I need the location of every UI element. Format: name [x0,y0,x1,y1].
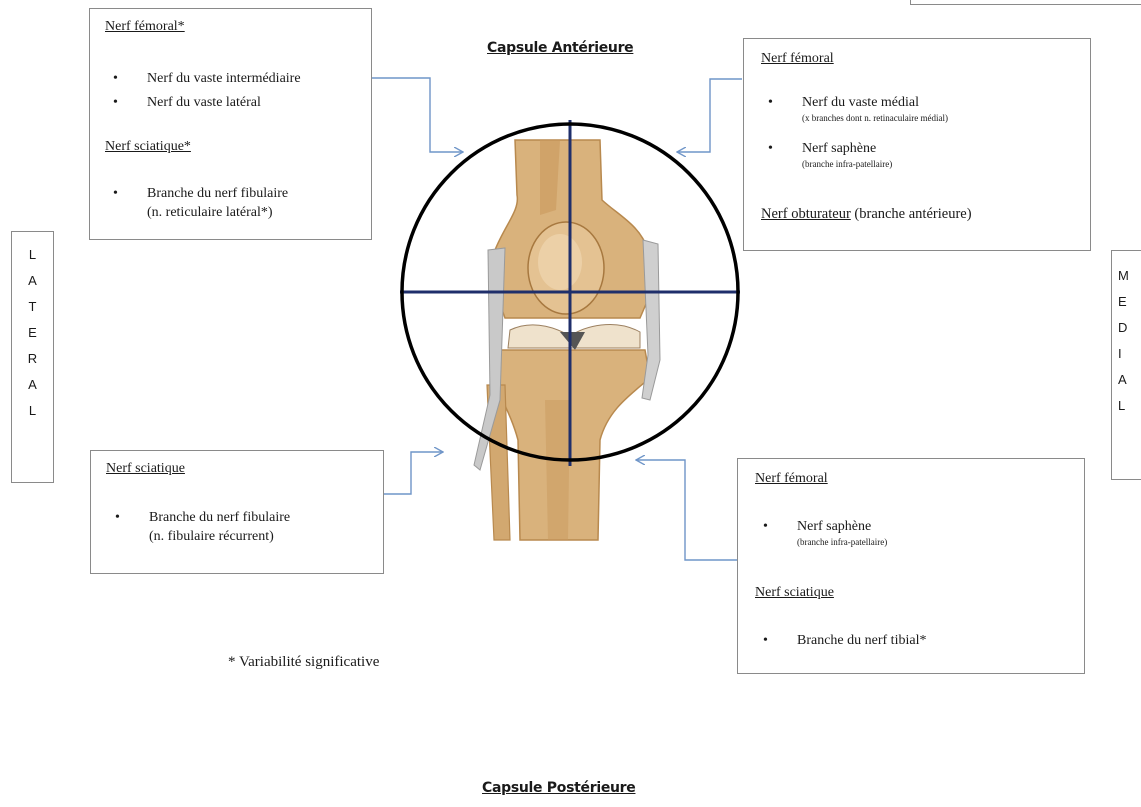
arrow-bottom-right [636,460,737,560]
footnote: * Variabilité significative [228,654,379,671]
nerve-title: Nerf sciatique [755,585,834,601]
box-bottom-right: Nerf fémoral •Nerf saphène(branche infra… [737,458,1085,674]
list-item: •Nerf du vaste médial(x branches dont n.… [802,93,948,124]
nerve-title: Nerf fémoral* [105,19,185,35]
nerve-title: Nerf sciatique* [105,139,191,155]
list-item: •Branche du nerf tibial* [797,631,926,650]
arrow-top-left [372,78,463,152]
box-bottom-left: Nerf sciatique •Branche du nerf fibulair… [90,450,384,574]
lateral-side-label: L A T E R A L [11,231,54,483]
knee-illustration [474,140,660,540]
box-top-right: Nerf fémoral •Nerf du vaste médial(x bra… [743,38,1091,251]
cropped-box-edge [910,0,1141,5]
box-top-left: Nerf fémoral* •Nerf du vaste intermédiai… [89,8,372,240]
list-item: •Branche du nerf fibulaire(n. fibulaire … [149,508,290,546]
list-item: •Branche du nerf fibulaire(n. reticulair… [147,184,288,222]
list-item: •Nerf saphène(branche infra-patellaire) [802,139,892,170]
nerve-title-inline: Nerf obturateur (branche antérieure) [761,205,972,224]
nerve-title: Nerf sciatique [106,461,185,477]
list-item: •Nerf du vaste latéral [147,93,261,112]
list-item: •Nerf du vaste intermédiaire [147,69,301,88]
list-item: •Nerf saphène(branche infra-patellaire) [797,517,887,548]
arrow-bottom-left [384,452,443,494]
nerve-title: Nerf fémoral [755,471,828,487]
nerve-title: Nerf fémoral [761,51,834,67]
arrow-top-right [677,79,742,152]
medial-side-label: M E D I A L [1111,250,1141,480]
